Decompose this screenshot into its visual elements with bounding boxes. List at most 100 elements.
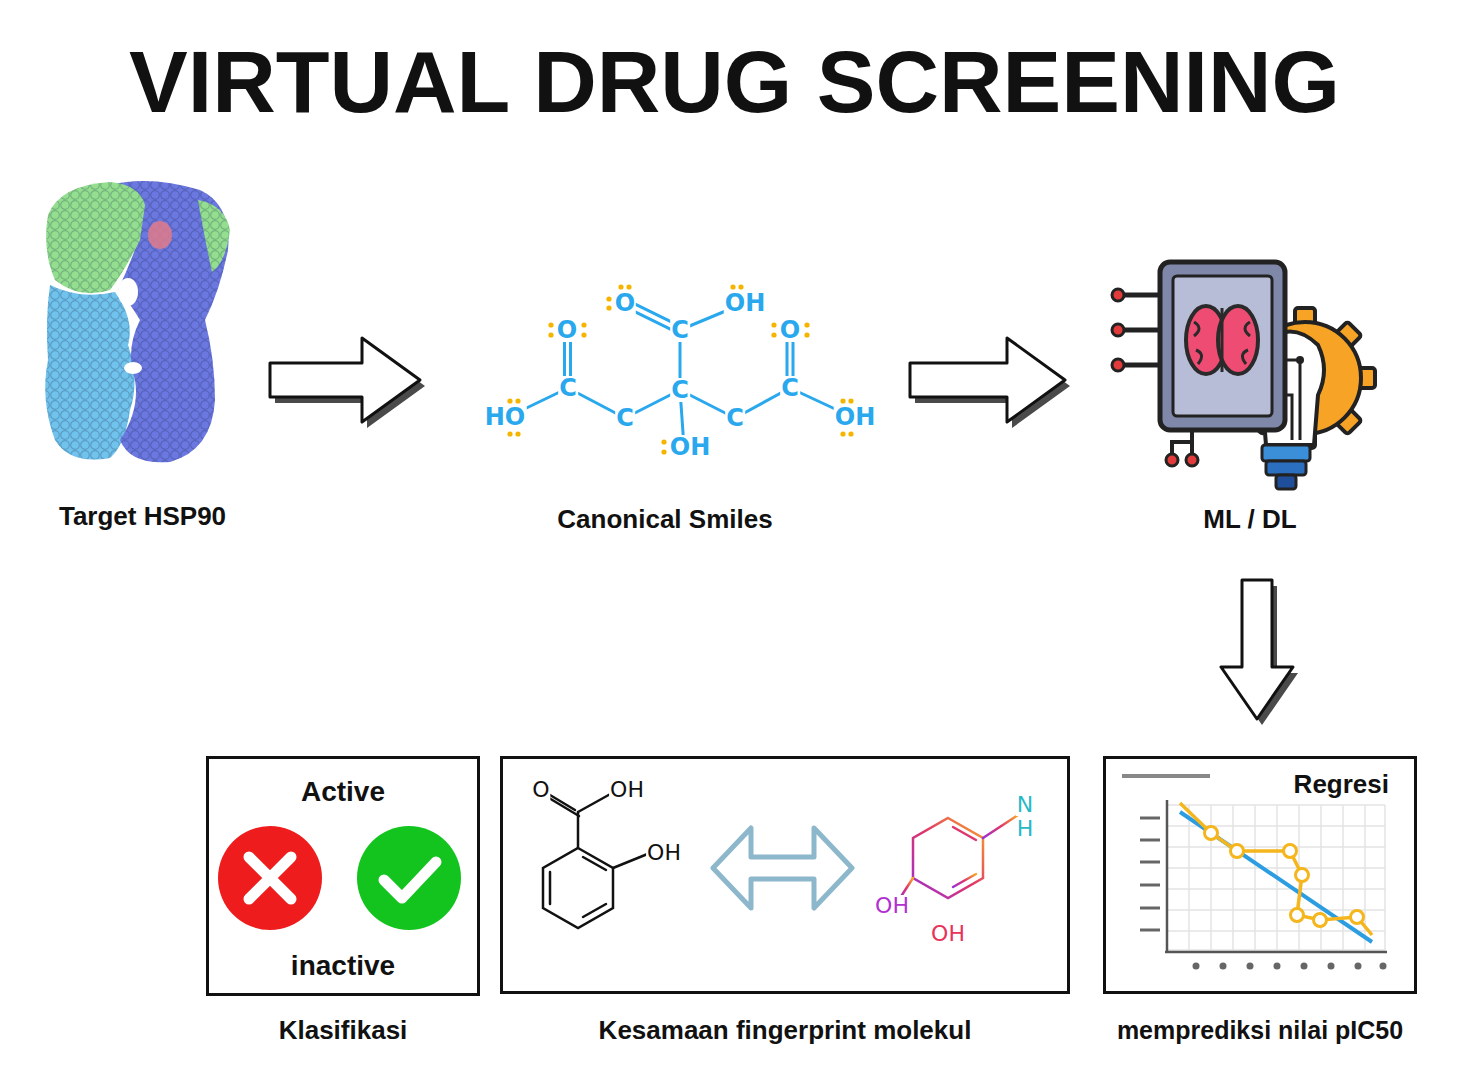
molecule-a — [543, 792, 650, 928]
ml-icon — [1186, 454, 1198, 466]
flow-step: Target HSP90 — [35, 172, 250, 532]
protein-illustration — [198, 200, 230, 272]
regression-chart — [1247, 963, 1254, 970]
lone-pair-dots — [618, 284, 623, 289]
lone-pair-dots — [804, 322, 809, 327]
node-text: ML / DL — [1203, 504, 1296, 535]
atom-label: O — [531, 779, 550, 801]
ml-icon — [1172, 430, 1192, 454]
node-text: Active — [301, 775, 385, 809]
class-icons — [249, 857, 291, 899]
lone-pair-dots — [848, 431, 853, 436]
atom-label: OH — [834, 405, 877, 429]
molecule-b — [953, 827, 976, 840]
similarity-arrow — [713, 828, 852, 908]
regression-chart — [1140, 884, 1160, 887]
node-text: Regresi — [1291, 769, 1392, 800]
regression-chart — [1188, 805, 1190, 950]
molecule-b — [913, 818, 983, 898]
ml-icon — [1122, 295, 1160, 365]
ml-icon — [1276, 475, 1296, 489]
arrow-body — [270, 338, 420, 422]
lone-pair-dots — [548, 332, 553, 337]
regression-chart — [1384, 805, 1386, 950]
protein-illustration — [45, 285, 134, 460]
atom-label: N — [1016, 794, 1034, 816]
lone-pair-dots — [771, 332, 776, 337]
regression-chart — [1140, 907, 1160, 910]
regression-chart — [1231, 845, 1244, 858]
regression-chart — [1284, 845, 1297, 858]
molecule-b — [900, 815, 1018, 925]
regression-chart — [1274, 963, 1281, 970]
protein-illustration — [198, 200, 230, 272]
atom-label: C — [780, 376, 800, 400]
ml-icon — [1112, 324, 1124, 336]
node-text: inactive — [291, 949, 395, 983]
lone-pair-dots — [848, 398, 853, 403]
ml-icon — [1112, 262, 1375, 489]
atom-label: O — [556, 318, 578, 342]
regression-chart — [1380, 963, 1387, 970]
regression-chart — [1180, 803, 1372, 935]
molecule-bonds — [512, 300, 848, 447]
regression-chart — [1342, 805, 1344, 950]
protein-illustration — [46, 182, 145, 293]
lone-pair-dots — [661, 449, 666, 454]
lone-pair-dots — [507, 284, 853, 454]
regression-chart — [1140, 839, 1160, 842]
regression-chart — [1291, 909, 1304, 922]
block-arrow — [270, 338, 425, 428]
lone-pair-dots — [771, 322, 776, 327]
ml-icon — [1262, 445, 1310, 461]
ml-icon — [1112, 359, 1124, 371]
regression-chart — [1140, 817, 1160, 820]
ml-icon — [1112, 289, 1124, 301]
atom-label: OH — [609, 779, 645, 801]
regression-chart — [1254, 805, 1256, 950]
ml-icon — [1296, 356, 1304, 364]
node-text: Canonical Smiles — [557, 504, 772, 535]
regression-chart — [1220, 963, 1227, 970]
lone-pair-dots — [840, 431, 845, 436]
lone-pair-dots — [840, 398, 845, 403]
arrow-body — [910, 338, 1065, 422]
ml-icon — [1266, 461, 1306, 475]
lone-pair-dots — [581, 322, 586, 327]
atom-label: HO — [484, 405, 527, 429]
process-box: Regresimemprediksi nilai pIC50 — [1103, 756, 1417, 994]
arrow-body — [1221, 580, 1293, 719]
atom-label: OH — [724, 291, 767, 315]
lone-pair-dots — [661, 439, 666, 444]
class-icons — [218, 826, 322, 930]
protein-illustration — [46, 182, 145, 293]
lone-pair-dots — [738, 284, 743, 289]
molecule-a — [583, 857, 606, 870]
molecule-b — [983, 815, 1018, 838]
regression-chart — [1166, 800, 1169, 952]
regression-chart — [1140, 818, 1160, 930]
atom-label: OH — [874, 895, 910, 917]
lone-pair-dots — [548, 322, 553, 327]
atom-label: OH — [930, 923, 966, 945]
regression-chart — [1167, 949, 1385, 951]
lone-pair-dots — [606, 305, 611, 310]
class-icons — [357, 826, 461, 930]
block-arrow — [910, 338, 1070, 428]
regression-chart — [1167, 867, 1385, 869]
lone-pair-dots — [515, 431, 520, 436]
regression-chart — [1193, 963, 1200, 970]
block-arrow — [1221, 580, 1298, 725]
molecule-a — [543, 848, 613, 928]
ml-icon — [1173, 276, 1272, 416]
regression-chart — [1140, 861, 1160, 864]
molecule-a — [549, 798, 579, 816]
ml-icon — [1218, 306, 1258, 374]
atom-label: C — [558, 376, 578, 400]
lone-pair-dots — [507, 431, 512, 436]
regression-chart — [1165, 951, 1387, 954]
class-icons — [218, 826, 461, 930]
molecule-b — [953, 874, 976, 887]
